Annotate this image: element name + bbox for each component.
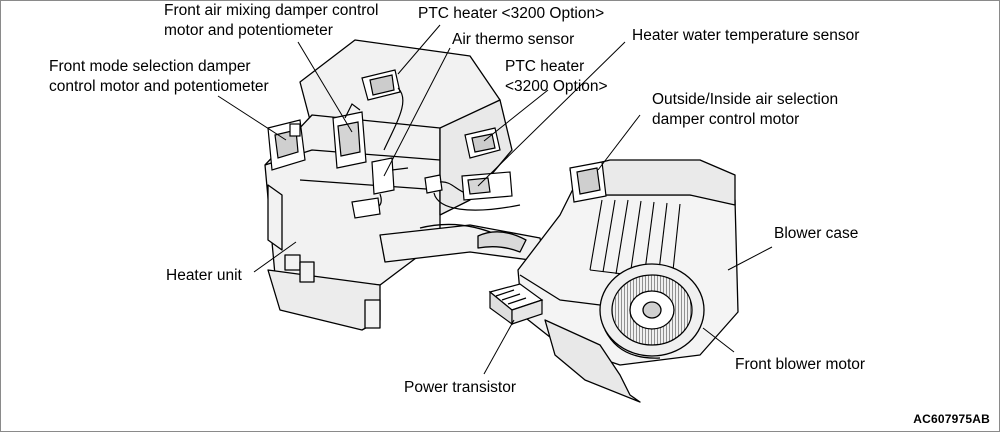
label-ptc-heater-top: PTC heater <3200 Option>	[418, 5, 605, 22]
ptc-heater-top	[361, 69, 404, 151]
label-power-transistor: Power transistor	[404, 379, 516, 396]
label-heater-unit: Heater unit	[166, 267, 242, 284]
outside-inside-actuator	[569, 161, 607, 203]
label-ptc-heater-right-line2: <3200 Option>	[505, 78, 608, 95]
power-transistor	[488, 283, 544, 326]
label-outside-inside-line2: damper control motor	[652, 111, 800, 128]
label-air-thermo-sensor: Air thermo sensor	[452, 31, 575, 48]
label-front-mode-selection: Front mode selection damper control moto…	[49, 57, 269, 97]
front-air-mixing-actuator	[332, 103, 367, 169]
label-front-mode-line1: Front mode selection damper	[49, 58, 251, 75]
label-ptc-heater-right: PTC heater <3200 Option>	[505, 57, 608, 97]
figure-code: AC607975AB	[913, 412, 990, 426]
heater-water-temp-sensor	[424, 171, 521, 211]
label-outside-inside-line1: Outside/Inside air selection	[652, 91, 839, 108]
front-blower-motor	[599, 263, 705, 359]
label-front-blower-motor: Front blower motor	[735, 356, 866, 373]
label-front-air-mixing-line2: motor and potentiometer	[164, 22, 333, 39]
leader-lines	[217, 24, 773, 375]
label-outside-inside-air: Outside/Inside air selection damper cont…	[652, 90, 838, 130]
label-front-mode-line2: control motor and potentiometer	[49, 78, 269, 95]
label-front-air-mixing-line1: Front air mixing damper control	[164, 2, 379, 19]
label-ptc-heater-right-line1: PTC heater	[505, 58, 585, 75]
label-heater-water-temp-sensor: Heater water temperature sensor	[632, 27, 860, 44]
label-blower-case: Blower case	[774, 225, 859, 242]
label-front-air-mixing: Front air mixing damper control motor an…	[164, 1, 379, 41]
lower-bracket-connector	[351, 197, 381, 219]
